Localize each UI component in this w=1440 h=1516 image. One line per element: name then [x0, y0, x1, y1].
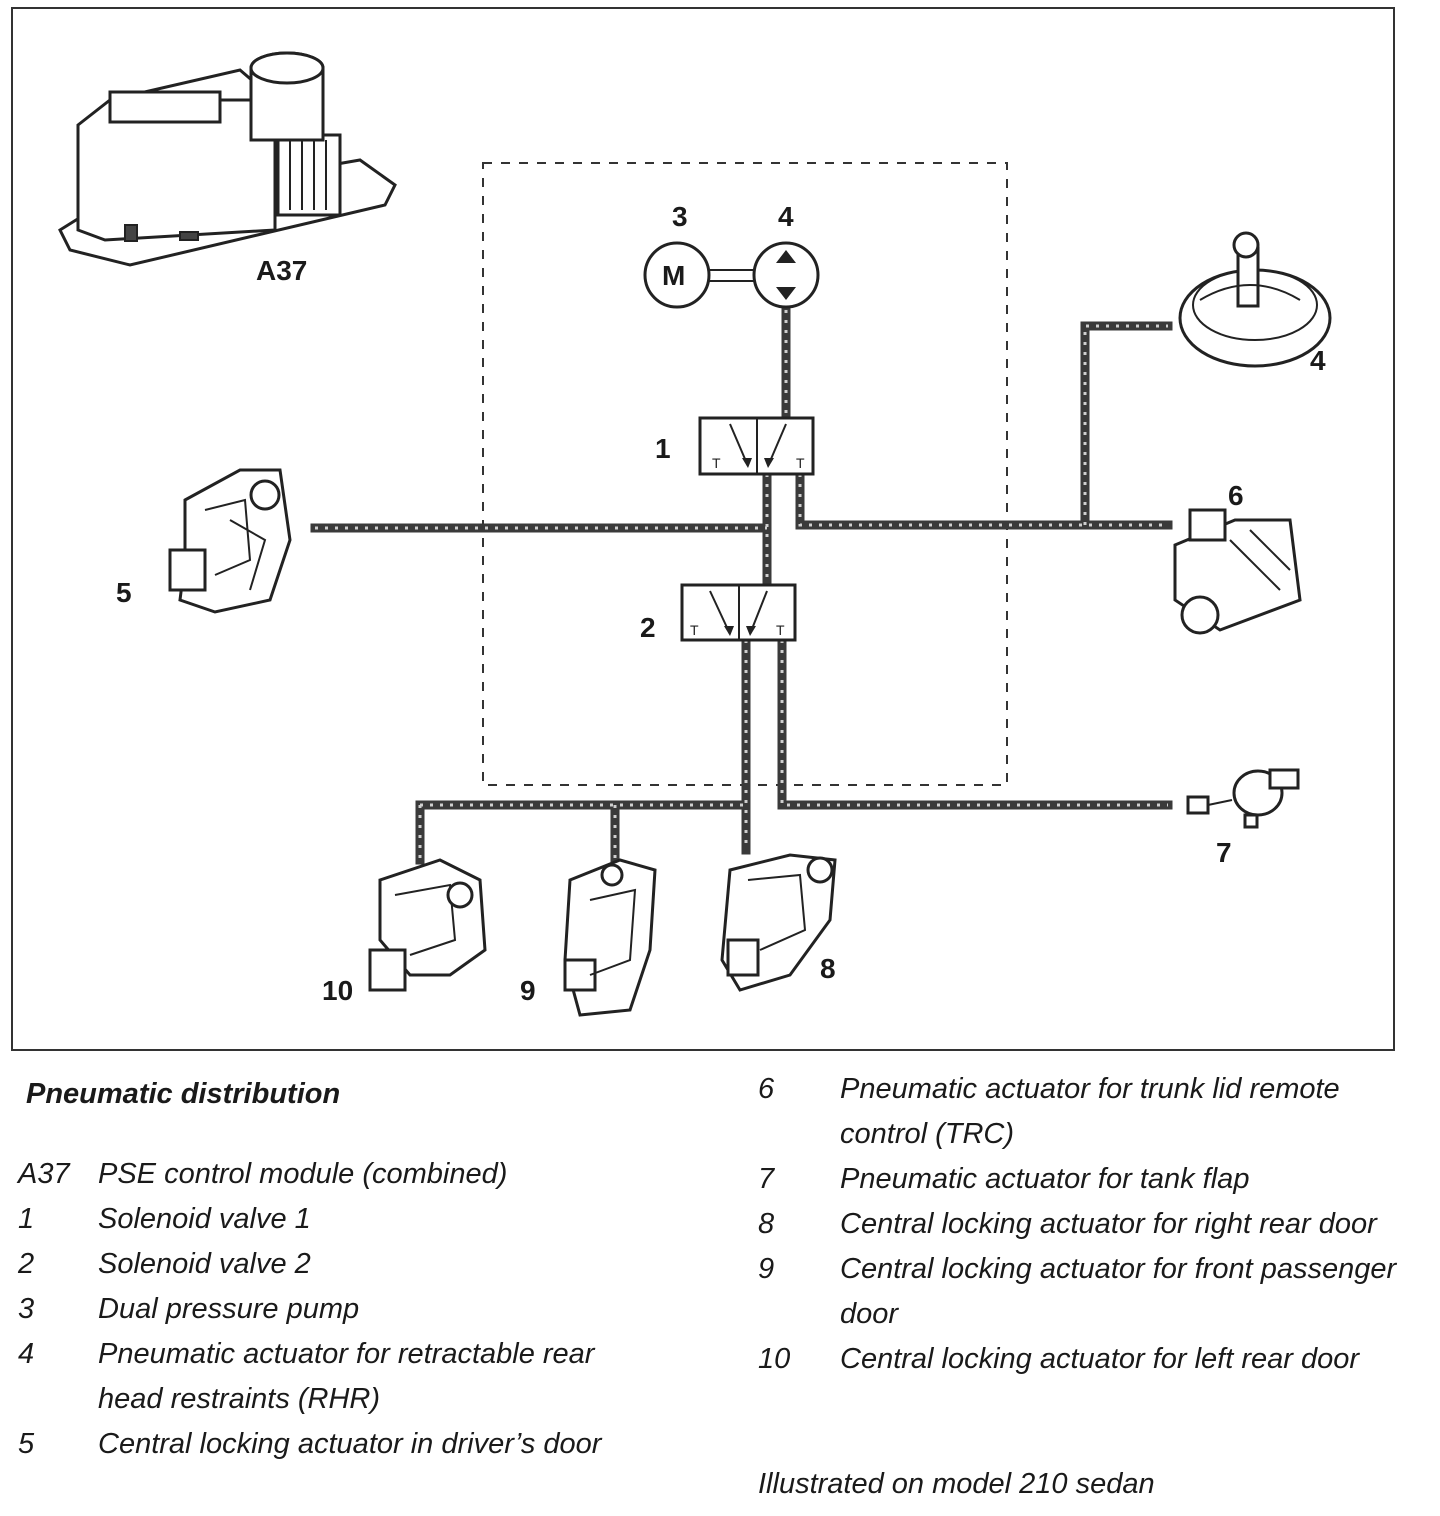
label-pump: 4: [778, 201, 794, 232]
pse-control-module-drawing: [58, 51, 397, 267]
svg-text:T: T: [690, 622, 699, 638]
legend-text: Central locking actuator for front passe…: [840, 1253, 1397, 1330]
footnote: Illustrated on model 210 sedan: [758, 1468, 1155, 1500]
legend-text: PSE control module (combined): [98, 1158, 508, 1190]
pump-arrow-down-icon: [776, 287, 796, 300]
legend-key: 1: [18, 1203, 35, 1235]
label-driver-door: 5: [116, 577, 132, 608]
label-lr-door: 10: [322, 975, 353, 1006]
trunk-lid-actuator-drawing: [1173, 508, 1302, 635]
pump-arrow-up-icon: [776, 250, 796, 263]
left-rear-door-actuator-drawing: [368, 858, 487, 992]
svg-text:T: T: [712, 455, 721, 471]
tank-flap-actuator-drawing: [1186, 768, 1300, 829]
legend-item: 8 Central locking actuator for right rear…: [758, 1202, 1428, 1247]
legend-text: Central locking actuator for right rear …: [840, 1208, 1377, 1240]
legend-text: Central locking actuator in driver’s doo…: [98, 1428, 602, 1460]
label-a37: A37: [256, 255, 307, 286]
legend-item: A37 PSE control module (combined): [18, 1152, 658, 1197]
legend-key: 9: [758, 1253, 775, 1285]
pneumatic-lines: [310, 295, 1173, 865]
legend-key: A37: [18, 1158, 70, 1190]
driver-door-actuator-drawing: [168, 468, 292, 614]
legend-text: Solenoid valve 2: [98, 1248, 311, 1280]
legend-item: 9 Central locking actuator for front pass…: [758, 1247, 1428, 1337]
motor-circle: [643, 241, 711, 309]
legend-key: 2: [18, 1248, 35, 1280]
legend-item: 5 Central locking actuator in driver’s do…: [18, 1422, 658, 1467]
legend-title: Pneumatic distribution: [26, 1078, 341, 1110]
legend-key: 5: [18, 1428, 35, 1460]
legend-key: 10: [758, 1343, 791, 1375]
legend-item: 7 Pneumatic actuator for tank flap: [758, 1157, 1428, 1202]
legend-item: 1 Solenoid valve 1: [18, 1197, 658, 1242]
svg-text:T: T: [776, 622, 785, 638]
legend-key: 8: [758, 1208, 775, 1240]
legend-text: Solenoid valve 1: [98, 1203, 311, 1235]
solenoid-valve-2-symbol: T T: [680, 583, 797, 642]
legend-item: 2 Solenoid valve 2: [18, 1242, 658, 1287]
label-passenger-door: 9: [520, 975, 536, 1006]
legend-key: 4: [18, 1338, 35, 1370]
label-pump-motor: 3: [672, 201, 688, 232]
solenoid-valve-1-symbol: T T: [698, 416, 815, 476]
pump-circle: [752, 241, 820, 309]
front-passenger-door-actuator-drawing: [563, 858, 657, 1017]
label-valve-1: 1: [655, 433, 671, 464]
legend-item: 10 Central locking actuator for left rear…: [758, 1337, 1428, 1382]
label-rhr: 4: [1310, 345, 1326, 376]
label-valve-2: 2: [640, 612, 656, 643]
pneumatic-diagram: M T T T T: [11, 7, 1395, 1051]
legend-item: 6 Pneumatic actuator for trunk lid remote…: [758, 1067, 1428, 1157]
legend-item: 4 Pneumatic actuator for retractable rear…: [18, 1332, 658, 1422]
legend-text: Pneumatic actuator for trunk lid remote …: [840, 1073, 1340, 1150]
legend-text: Pneumatic actuator for retractable rear …: [98, 1338, 595, 1415]
right-rear-door-actuator-drawing: [720, 853, 837, 992]
dual-pressure-pump-symbol: M: [643, 241, 820, 309]
legend-key: 3: [18, 1293, 35, 1325]
legend-key: 6: [758, 1073, 775, 1105]
legend-right-column: 6 Pneumatic actuator for trunk lid remote…: [758, 1067, 1428, 1382]
legend-text: Central locking actuator for left rear d…: [840, 1343, 1360, 1375]
svg-text:T: T: [796, 455, 805, 471]
label-trunk: 6: [1228, 480, 1244, 511]
rhr-actuator-drawing: [1178, 231, 1332, 368]
legend-item: 3 Dual pressure pump: [18, 1287, 658, 1332]
legend-text: Pneumatic actuator for tank flap: [840, 1163, 1250, 1195]
label-tank: 7: [1216, 837, 1232, 868]
diagram-frame: [11, 7, 1395, 1051]
label-rr-door: 8: [820, 953, 836, 984]
legend-text: Dual pressure pump: [98, 1293, 360, 1325]
motor-symbol: M: [662, 260, 685, 291]
legend-key: 7: [758, 1163, 775, 1195]
